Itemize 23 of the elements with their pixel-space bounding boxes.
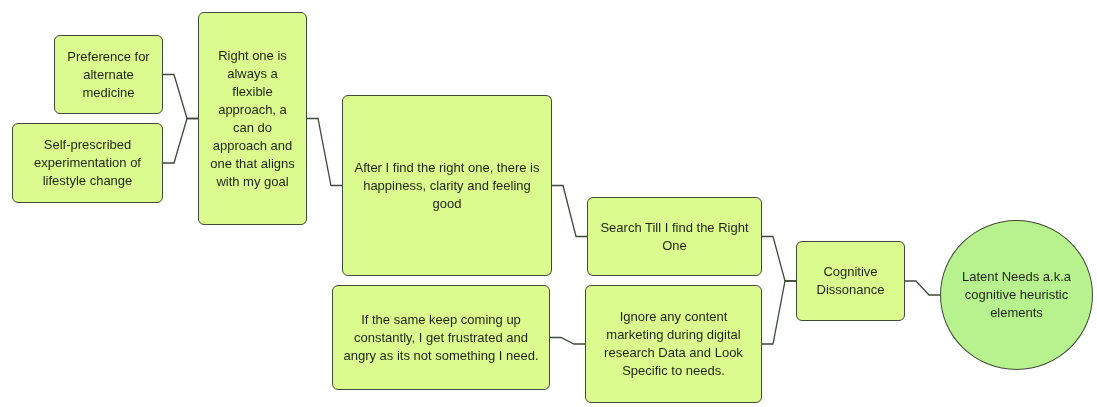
connector-line	[162, 117, 199, 164]
topic-box	[587, 197, 762, 276]
topic-box	[342, 95, 552, 276]
node-text: Cognitive Dissonance	[815, 263, 886, 299]
node-text: Self-prescribed experimentation of lifestyle change	[33, 136, 142, 190]
topic-box	[796, 241, 905, 321]
node-text: Search Till I find the Right One	[599, 218, 750, 255]
connector-line	[551, 184, 588, 238]
node-text: Right one is always a flexible approach, a can do approach and one that aligns with my goal	[209, 46, 296, 191]
connector-line	[904, 280, 941, 296]
node-text: After I find the right one, there is happiness, clarity and feeling good	[353, 158, 541, 213]
connector-line	[306, 117, 343, 187]
node-text: Ignore any content marketing during digital research Data and Look Specific to needs.	[603, 308, 744, 380]
topic-box	[198, 12, 307, 225]
node-text: Preference for alternate medicine	[66, 47, 151, 102]
connector-line	[549, 336, 586, 345]
node-text: Latent Needs a.k.a cognitive heuristic elements	[961, 268, 1072, 322]
topic-box	[332, 285, 550, 390]
topic-box	[585, 285, 762, 403]
node-text: If the same keep coming up constantly, I get frustrated and angry as its not something I need.	[342, 310, 540, 365]
topic-box	[12, 123, 163, 203]
topic-box	[54, 35, 163, 114]
connector-line	[761, 280, 797, 345]
